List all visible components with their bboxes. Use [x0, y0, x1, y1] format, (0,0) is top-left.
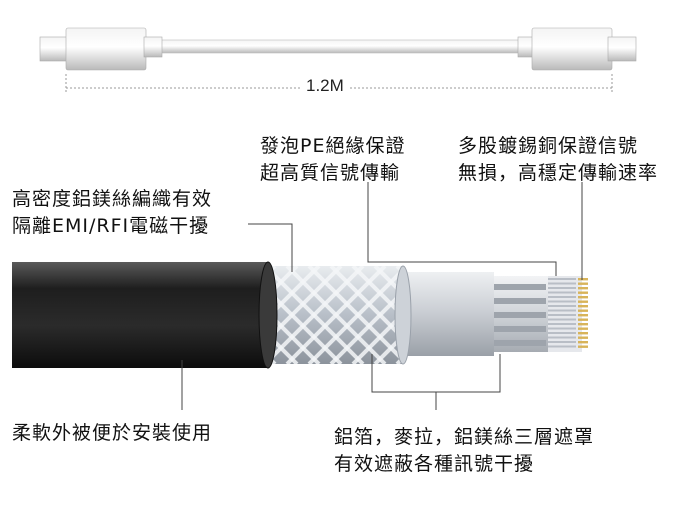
foam-pe-layer — [398, 272, 494, 356]
outer-jacket — [12, 261, 278, 369]
copper-core-label-line-1: 多股鍍錫銅保證信號 — [458, 135, 639, 157]
shielding-label-line-1: 鋁箔，麥拉，鋁鎂絲三層遮罩 — [334, 426, 595, 448]
shielding-label-line-2: 有效遮蔽各種訊號干擾 — [334, 453, 535, 475]
jacket-label: 柔軟外被便於安裝使用 — [12, 420, 212, 447]
braid-label: 高密度鋁鎂絲編織有效 隔離EMI/RFI電磁干擾 — [12, 186, 212, 240]
foam-pe-label-line-1: 發泡PE絕緣保證 — [260, 135, 406, 157]
braid-shield — [265, 265, 412, 365]
braid-label-line-1: 高密度鋁鎂絲編織有效 — [12, 188, 213, 210]
foam-pe-label: 發泡PE絕緣保證 超高質信號傳輸 — [260, 133, 405, 187]
cable-cross-section — [12, 261, 588, 369]
jacket-label-line-1: 柔軟外被便於安裝使用 — [12, 422, 213, 444]
shielding-label: 鋁箔，麥拉，鋁鎂絲三層遮罩 有效遮蔽各種訊號干擾 — [334, 424, 594, 478]
copper-core-label: 多股鍍錫銅保證信號 無損，高穩定傳輸速率 — [458, 133, 658, 187]
right-plug — [517, 27, 637, 71]
left-plug — [39, 27, 163, 71]
braid-label-line-2: 隔離EMI/RFI電磁干擾 — [12, 215, 210, 237]
inner-wires — [488, 276, 548, 352]
foam-pe-label-line-2: 超高質信號傳輸 — [260, 162, 401, 184]
leader-lines — [181, 182, 583, 410]
patch-cable-illustration — [39, 27, 637, 71]
cable-wire — [149, 39, 531, 54]
cable-length-label: 1.2M — [300, 76, 350, 96]
copper-core-label-line-2: 無損，高穩定傳輸速率 — [458, 162, 659, 184]
